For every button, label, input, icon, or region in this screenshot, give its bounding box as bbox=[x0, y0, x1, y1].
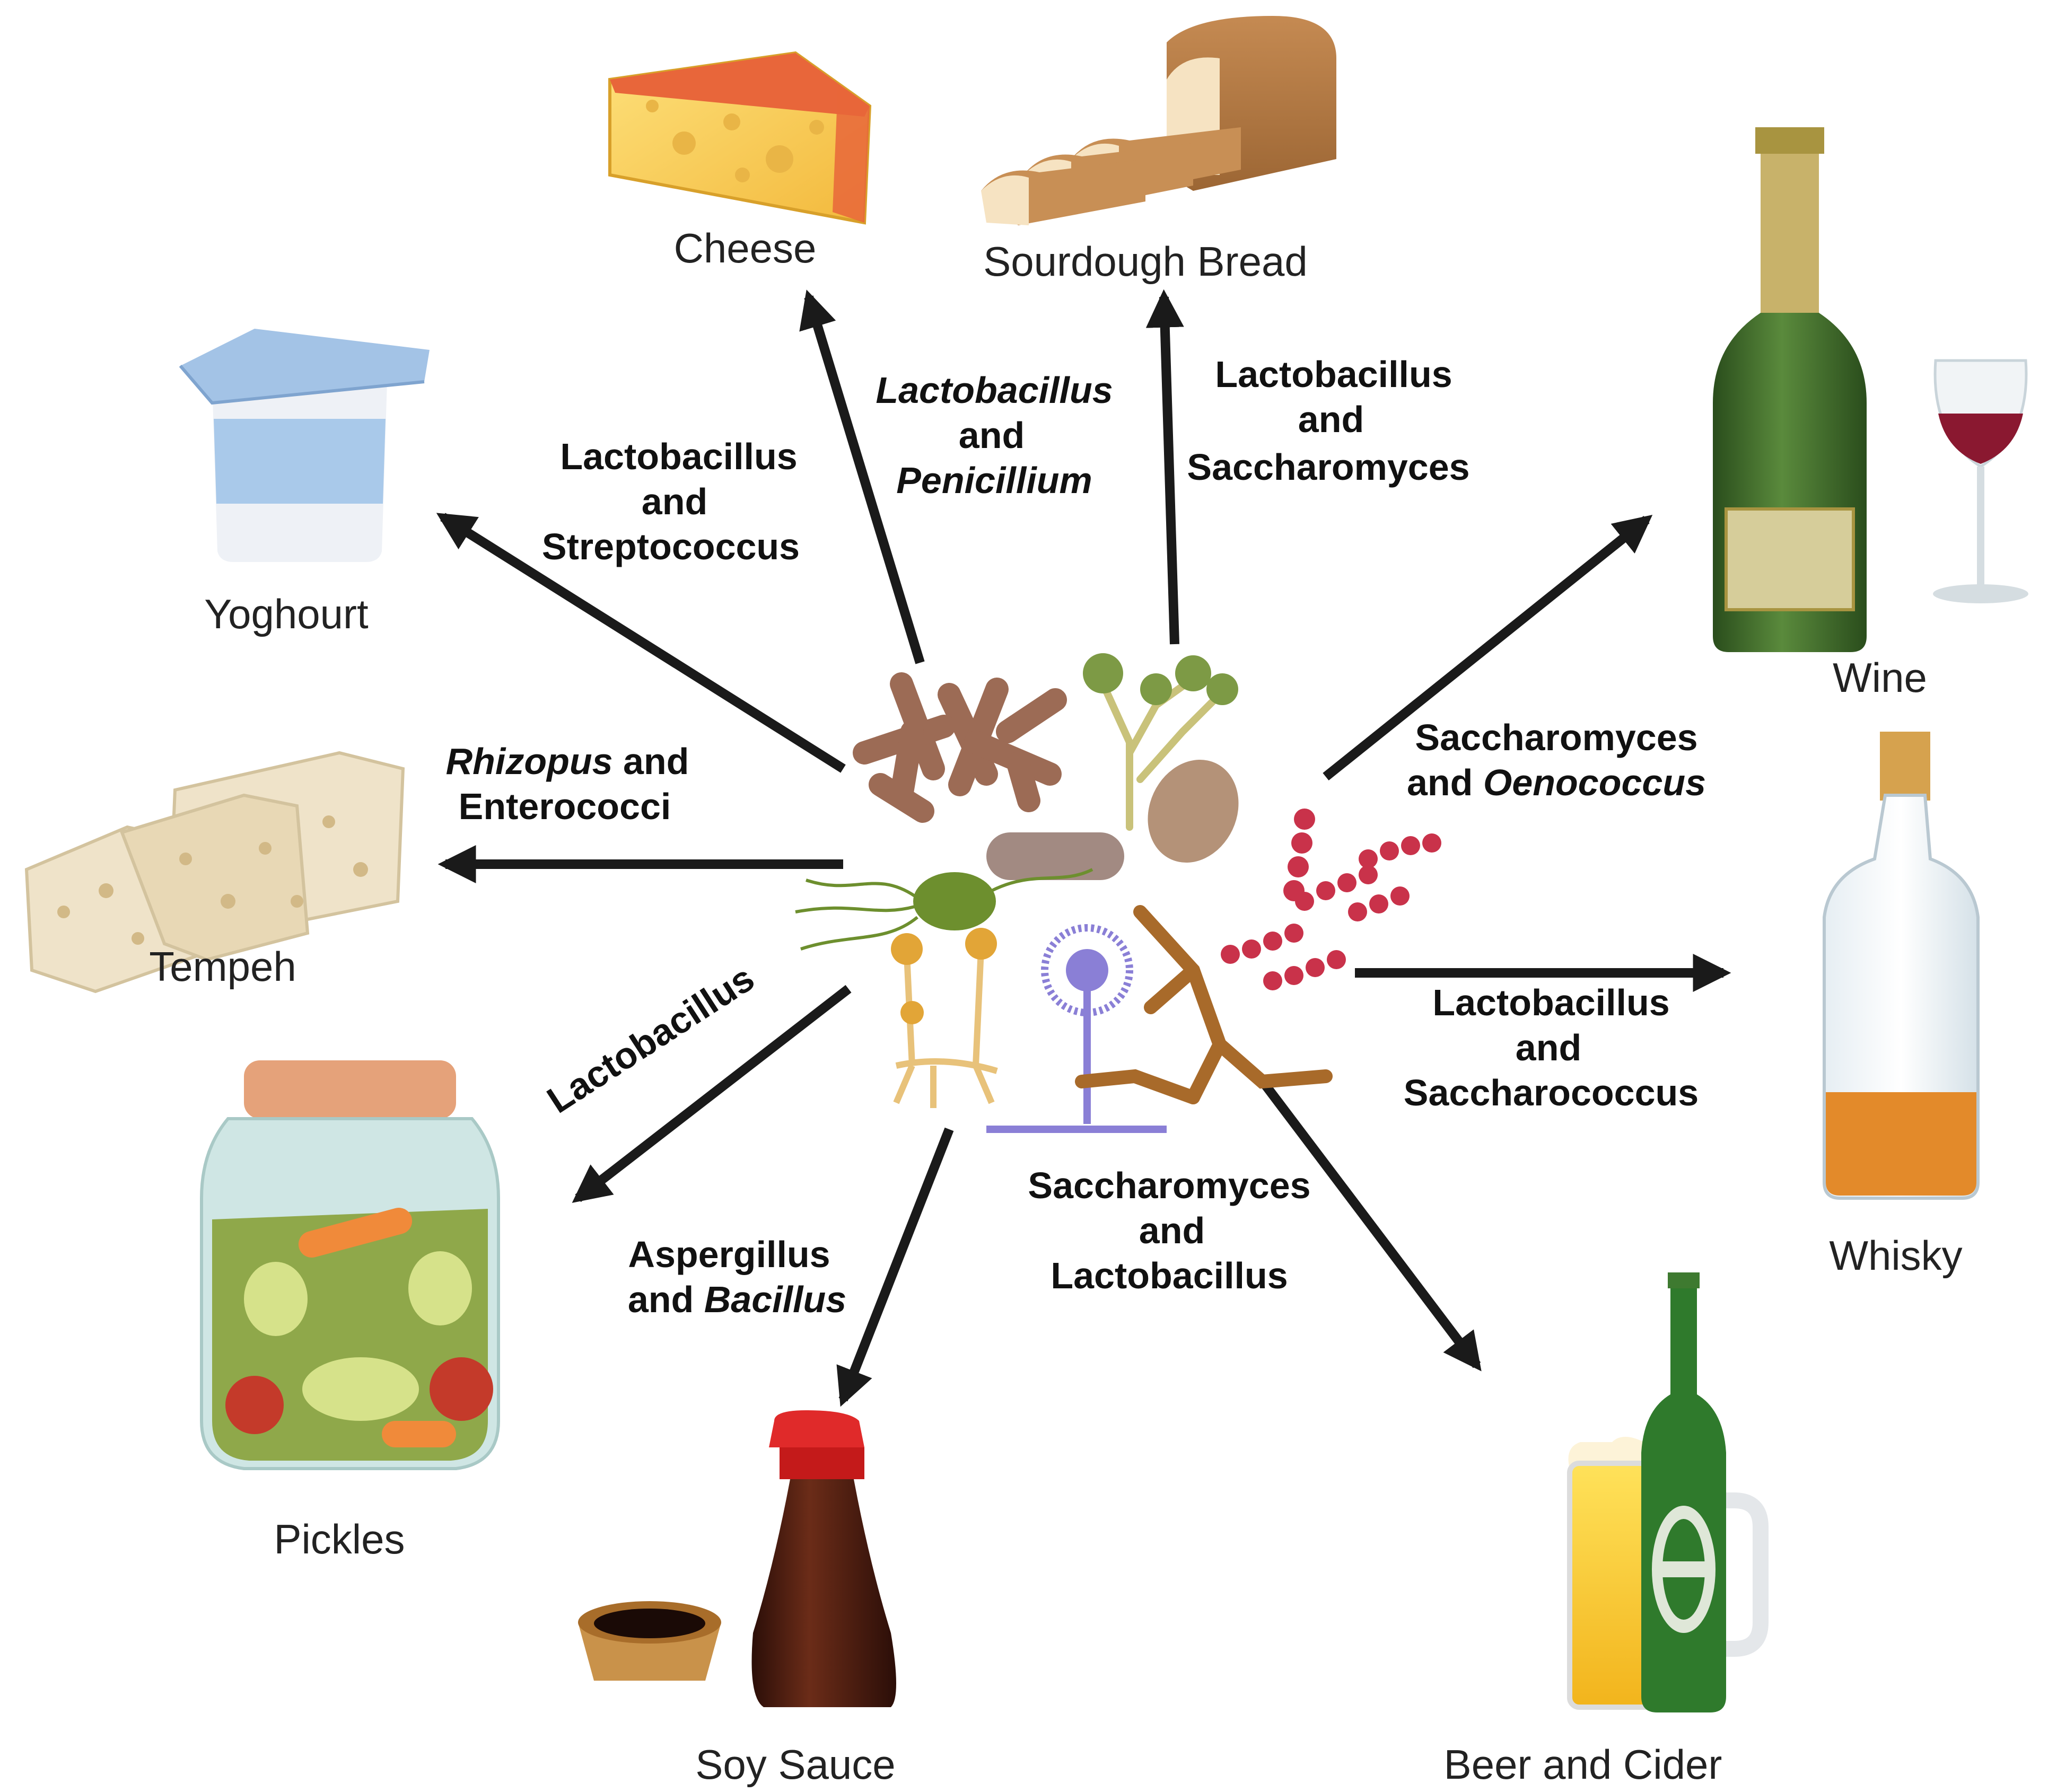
microbe-yoghourt-line1: Lactobacillus bbox=[560, 436, 797, 477]
arrow-to-wine bbox=[1323, 514, 1653, 781]
microbe-label-yoghourt: Lactobacillus and Streptococcus bbox=[542, 436, 800, 567]
whisky-bottle-icon bbox=[1823, 732, 1980, 1200]
microbe-beer-line1: Saccharomyces bbox=[1028, 1165, 1310, 1206]
soy-dish-icon bbox=[578, 1601, 721, 1681]
beer-bottle-icon bbox=[1641, 1272, 1726, 1712]
arrow-to-pickles bbox=[572, 985, 852, 1203]
microbe-bread-line3: Saccharomyces bbox=[1187, 446, 1469, 488]
microbe-beer-line2: and bbox=[1139, 1210, 1205, 1251]
arrow-to-cheese bbox=[799, 289, 925, 664]
arrows bbox=[436, 289, 1731, 1407]
microbe-label-pickles: Lactobacillus bbox=[540, 957, 762, 1121]
microbe-bread-line2: and bbox=[1298, 399, 1364, 440]
food-label-whisky: Whisky bbox=[1829, 1232, 1962, 1279]
microbe-label-bread: Lactobacillus and Saccharomyces bbox=[1187, 354, 1469, 488]
microbe-label-wine: Saccharomyces and Oenococcus bbox=[1407, 717, 1706, 803]
microbe-whisky-line2: and bbox=[1516, 1027, 1581, 1068]
arrow-to-soy bbox=[836, 1127, 954, 1407]
yoghourt-icon bbox=[179, 329, 430, 562]
arrow-to-yoghourt bbox=[436, 513, 846, 773]
microbe-yoghourt-line2: and bbox=[642, 481, 707, 522]
microbe-label-whisky: Lactobacillus and Saccharococcus bbox=[1404, 982, 1699, 1113]
microbe-soy-line1: Aspergillus bbox=[628, 1234, 830, 1275]
bread-icon bbox=[981, 16, 1336, 225]
food-label-wine: Wine bbox=[1833, 654, 1927, 701]
microbe-pickles-line1: Lactobacillus bbox=[540, 957, 762, 1121]
microbe-cheese-line3: Penicillium bbox=[896, 460, 1092, 501]
microbe-cheese-line2: and bbox=[959, 415, 1025, 456]
food-label-cheese: Cheese bbox=[674, 225, 817, 271]
arrow-to-bread bbox=[1145, 289, 1184, 645]
microbe-cheese-line1: Lactobacillus bbox=[876, 370, 1113, 411]
microbe-whisky-line3: Saccharococcus bbox=[1404, 1072, 1699, 1113]
microbe-beer-line3: Lactobacillus bbox=[1051, 1255, 1288, 1296]
microbe-yoghourt-line3: Streptococcus bbox=[542, 526, 800, 567]
microbe-wine-line1: Saccharomyces bbox=[1415, 717, 1697, 758]
food-label-tempeh: Tempeh bbox=[149, 943, 296, 990]
microbe-label-soy: Aspergillus and Bacillus bbox=[628, 1234, 846, 1320]
food-label-yoghourt: Yoghourt bbox=[204, 591, 369, 637]
wine-bottle-icon bbox=[1713, 127, 1867, 652]
microbe-label-cheese: Lactobacillus and Penicillium bbox=[876, 370, 1113, 501]
arrow-to-beer bbox=[1261, 1081, 1482, 1372]
microbe-soy-line2: and Bacillus bbox=[628, 1279, 846, 1320]
food-label-bread: Sourdough Bread bbox=[983, 238, 1307, 285]
food-label-pickles: Pickles bbox=[274, 1516, 405, 1562]
microbe-label-tempeh: Rhizopus and Enterococci bbox=[446, 741, 689, 827]
food-label-soy: Soy Sauce bbox=[695, 1741, 895, 1788]
microbe-bread-line1: Lactobacillus bbox=[1215, 354, 1452, 395]
microbe-cluster-icon bbox=[795, 653, 1441, 1133]
soy-sauce-bottle-icon bbox=[751, 1410, 896, 1707]
microbe-tempeh-line2: Enterococci bbox=[459, 786, 671, 827]
microbe-label-beer: Saccharomyces and Lactobacillus bbox=[1028, 1165, 1310, 1296]
tempeh-icon bbox=[24, 751, 405, 994]
microbe-wine-line2: and Oenococcus bbox=[1407, 762, 1706, 803]
food-label-beer: Beer and Cider bbox=[1444, 1741, 1722, 1788]
microbe-tempeh-line1: Rhizopus and bbox=[446, 741, 689, 782]
cheese-icon bbox=[608, 51, 872, 225]
pickle-jar-icon bbox=[200, 1060, 500, 1470]
wine-glass-icon bbox=[1933, 359, 2028, 603]
microbe-whisky-line1: Lactobacillus bbox=[1432, 982, 1669, 1023]
